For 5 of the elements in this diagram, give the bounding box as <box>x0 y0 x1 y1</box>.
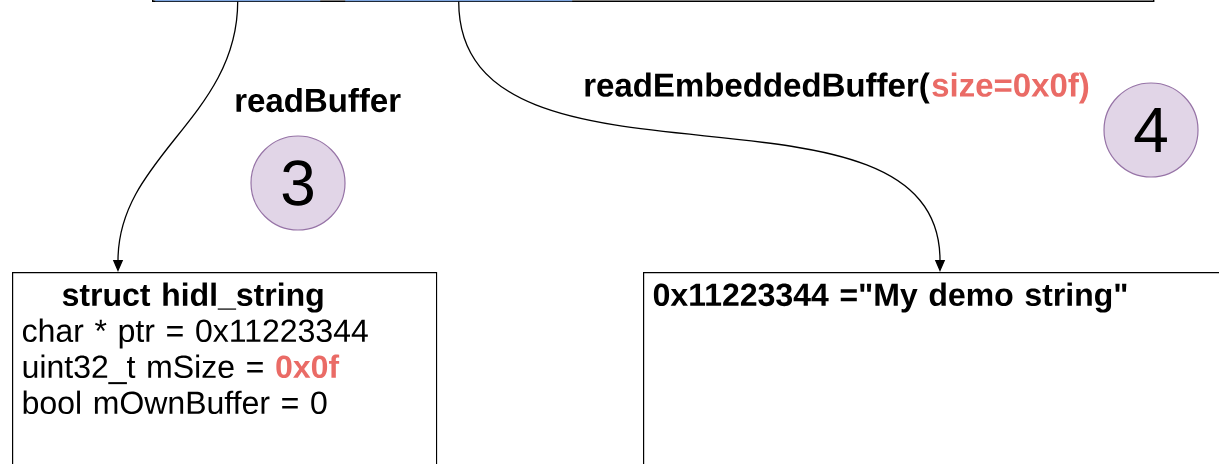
edge-label: readBuffer <box>236 87 401 113</box>
edge-label: readEmbeddedBuffer( <box>585 72 930 104</box>
memory-box: 0x11223344 ="My demo string" <box>643 272 1219 464</box>
highlighted-text: size=0x0f) <box>932 72 1089 104</box>
struct-box: struct hidl_string char * ptr = 0x11223344 uint32_t mSize = 0x0f bool mOwnBuffer = 0 <box>12 272 438 464</box>
